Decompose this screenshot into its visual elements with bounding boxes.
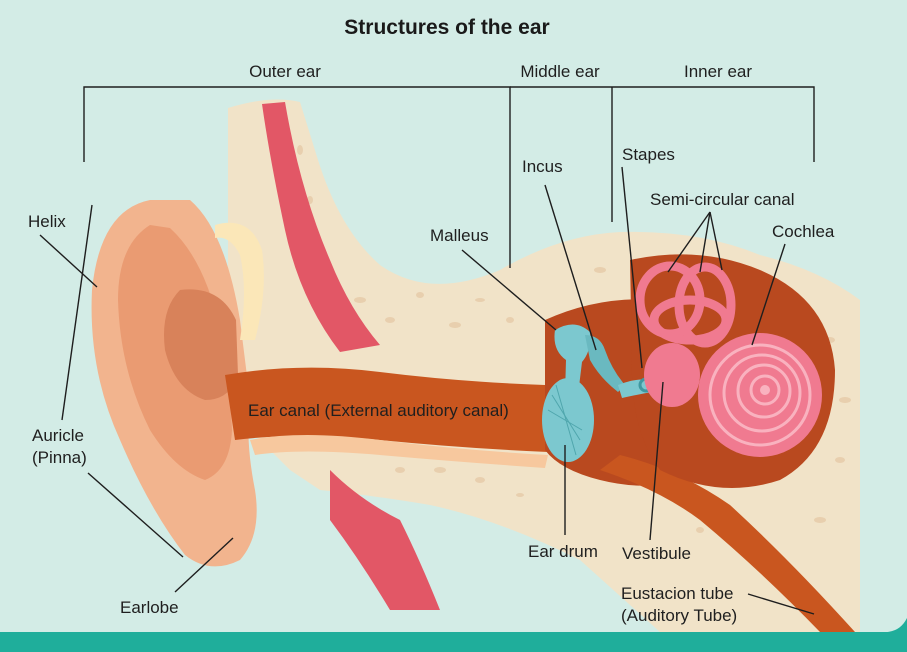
footer-band bbox=[0, 618, 907, 652]
ear-canal-shape bbox=[225, 367, 548, 452]
label-earlobe: Earlobe bbox=[120, 598, 179, 617]
semicircular-leader-2 bbox=[699, 211, 711, 273]
label-ear-drum: Ear drum bbox=[528, 542, 598, 561]
semicircular-leader-1 bbox=[667, 211, 711, 273]
malleus bbox=[554, 324, 591, 395]
vestibule bbox=[644, 343, 700, 407]
skin-layer-lower bbox=[330, 470, 440, 610]
section-middle-ear: Middle ear bbox=[520, 62, 600, 81]
vestibule-leader bbox=[649, 381, 664, 541]
label-stapes: Stapes bbox=[622, 145, 675, 164]
incus-leader bbox=[544, 184, 597, 351]
section-inner-ear: Inner ear bbox=[684, 62, 752, 81]
auricle-leader-top bbox=[61, 204, 93, 421]
cochlea bbox=[698, 333, 822, 457]
label-vestibule: Vestibule bbox=[622, 544, 691, 563]
label-auricle-line1: Auricle bbox=[32, 426, 84, 445]
helix-leader bbox=[39, 234, 98, 288]
label-ear-canal: Ear canal (External auditory canal) bbox=[248, 401, 509, 420]
incus bbox=[585, 335, 625, 392]
ear-canal-floor bbox=[250, 435, 548, 468]
cochlea-leader bbox=[751, 243, 786, 346]
outer-ear-bracket bbox=[83, 86, 511, 268]
skin-layer bbox=[262, 102, 380, 352]
earlobe-leader bbox=[174, 537, 234, 593]
concha bbox=[164, 289, 238, 400]
label-eustachian-line1: Eustacion tube bbox=[621, 584, 733, 603]
section-outer-ear: Outer ear bbox=[249, 62, 321, 81]
semicircular-leader-3 bbox=[709, 211, 723, 271]
upper-cartilage bbox=[215, 222, 264, 340]
auricle-leader-bottom bbox=[87, 472, 184, 558]
leader-lines bbox=[39, 166, 815, 615]
label-incus: Incus bbox=[522, 157, 563, 176]
label-semicircular-canal: Semi-circular canal bbox=[650, 190, 795, 209]
label-malleus: Malleus bbox=[430, 226, 489, 245]
inner-ear-bracket bbox=[612, 86, 815, 162]
stapes-leader bbox=[621, 166, 643, 369]
eustachian-tube bbox=[600, 455, 855, 632]
section-brackets bbox=[83, 86, 815, 268]
eustachian-leader bbox=[747, 593, 815, 615]
label-cochlea: Cochlea bbox=[772, 222, 835, 241]
semicircular-canals bbox=[635, 261, 736, 348]
diagram-title: Structures of the ear bbox=[344, 16, 549, 39]
malleus-leader bbox=[461, 249, 557, 331]
label-eustachian-line2: (Auditory Tube) bbox=[621, 606, 737, 625]
ear-drum-lines bbox=[547, 384, 583, 456]
label-helix: Helix bbox=[28, 212, 66, 231]
label-auricle-line2: (Pinna) bbox=[32, 448, 87, 467]
stapes bbox=[618, 379, 652, 398]
